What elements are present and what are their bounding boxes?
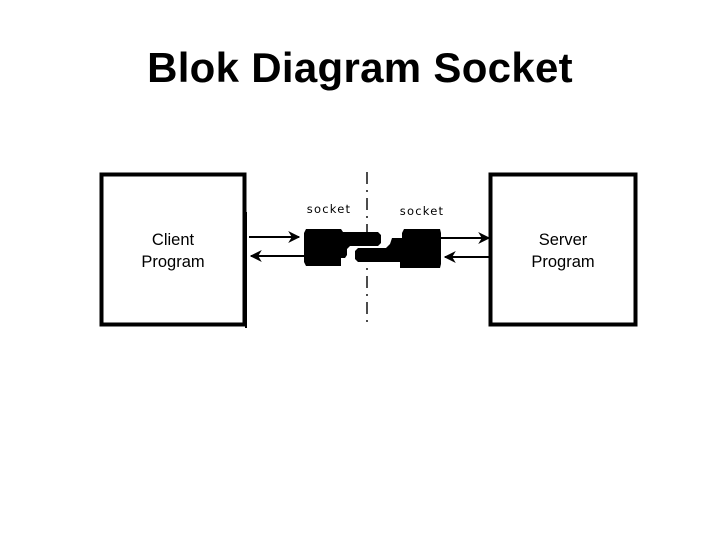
server-socket-icon	[355, 229, 441, 268]
server-socket-label: socket	[400, 204, 444, 218]
client-label-line2: Program	[141, 253, 204, 271]
client-socket-icon	[304, 229, 381, 266]
server-program-box: Server Program	[488, 172, 638, 327]
client-program-box: Client Program	[99, 172, 247, 328]
server-label-line1: Server	[539, 231, 588, 249]
server-label-line2: Program	[531, 253, 594, 271]
client-socket-label: socket	[307, 202, 351, 216]
slide-title: Blok Diagram Socket	[147, 44, 573, 91]
client-label-line1: Client	[152, 231, 195, 249]
